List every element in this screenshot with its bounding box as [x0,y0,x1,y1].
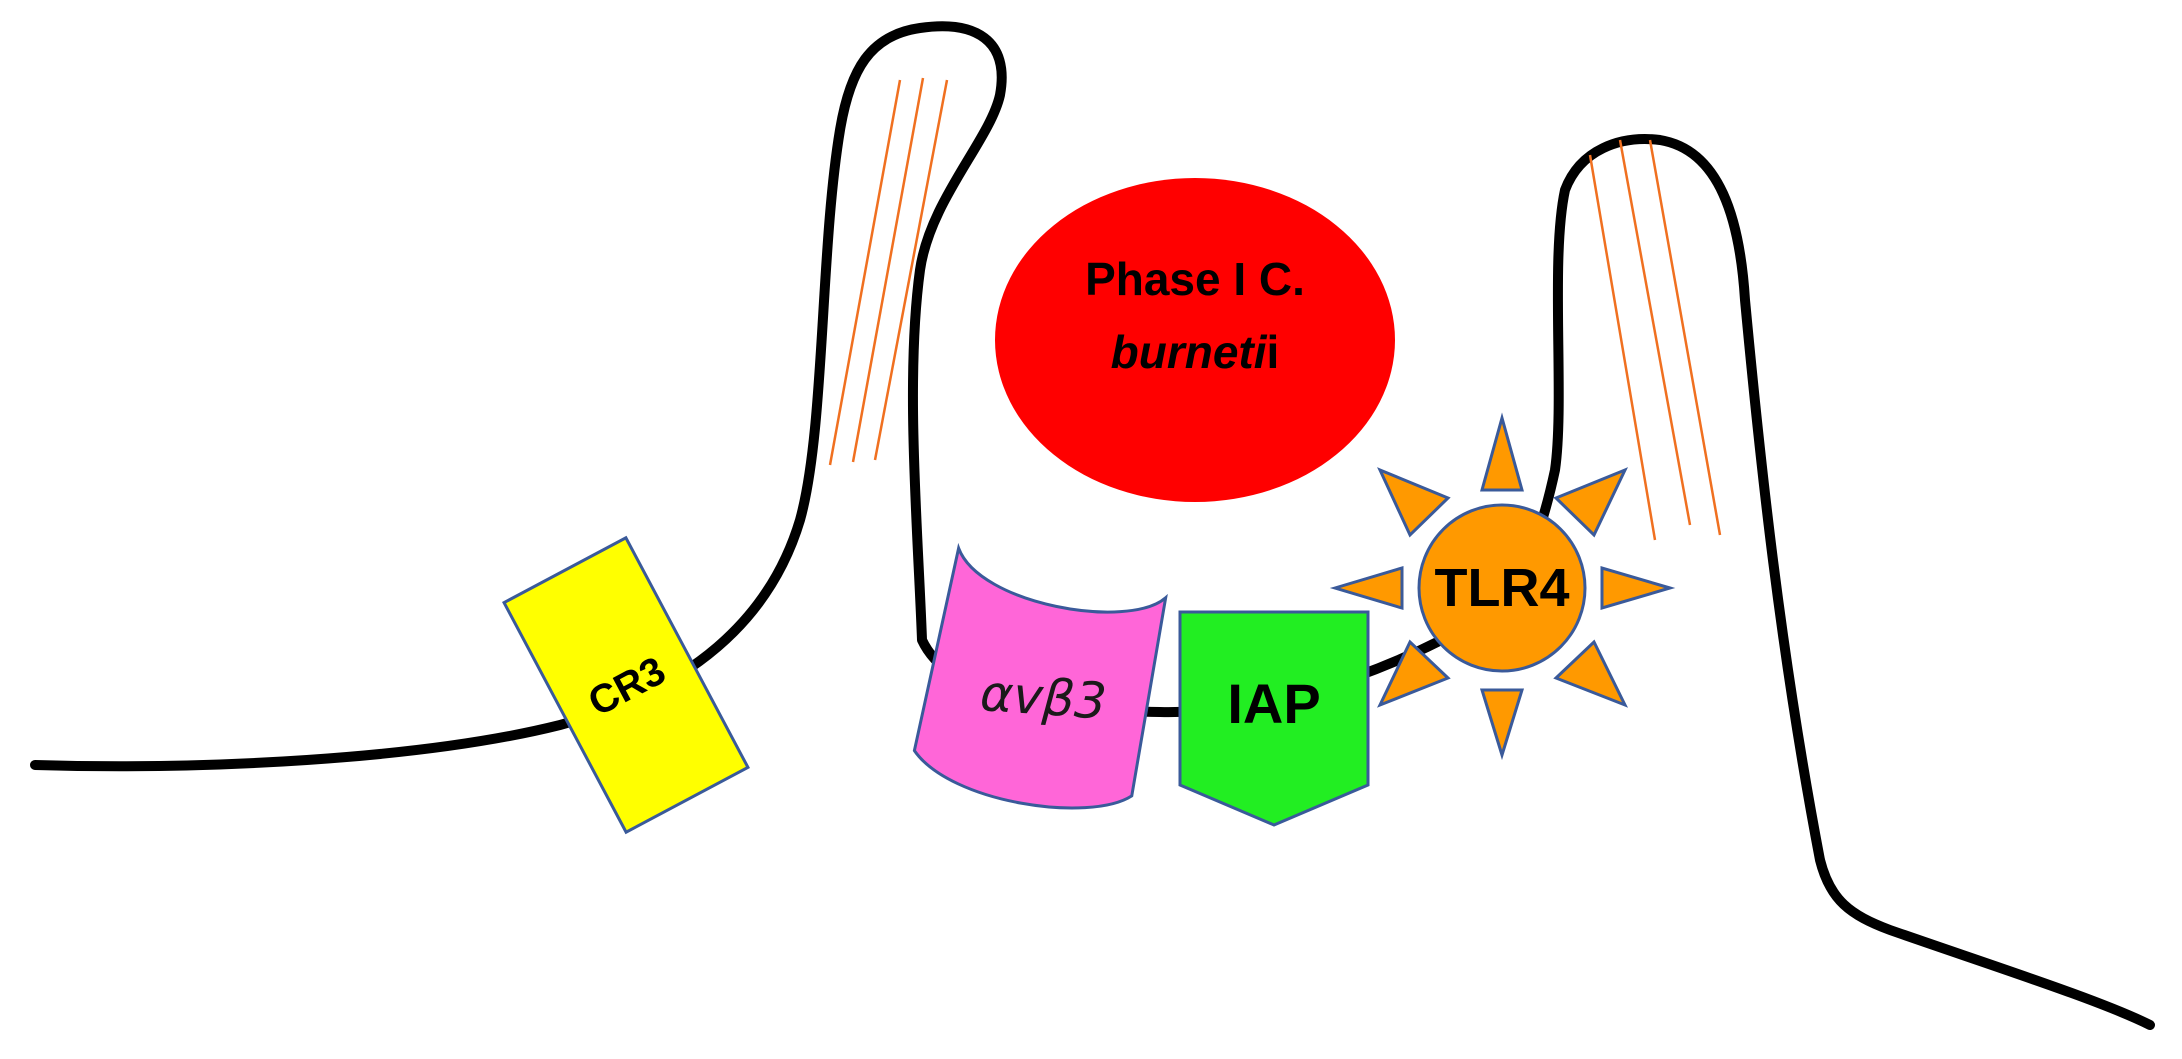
tlr4-ray [1479,688,1525,761]
avb3-label: αvβ3 [978,664,1108,731]
tlr4-ray [1377,467,1451,538]
iap-label: IAP [1227,672,1320,735]
bacterium-label-line1: Phase I C. [1085,253,1305,305]
actin-filament [1648,139,1722,536]
avb3-receptor: αvβ3 [912,542,1168,810]
actin-filament [828,79,902,466]
tlr4-ray [1329,565,1404,611]
bacterium-body [995,178,1395,502]
iap-shape [1178,610,1370,827]
tlr4-ray [1553,467,1629,538]
actin-filament [1618,139,1692,526]
bacterium: Phase I C. burnetii [995,178,1395,502]
tlr4-ray [1600,565,1676,611]
cr3-receptor: CR3 [502,535,750,835]
cr3-box [502,535,750,835]
tlr4-receptor: TLR4 [1329,412,1676,761]
tlr4-rays [1329,412,1676,761]
actin-filament [851,77,925,463]
tlr4-ray [1377,639,1451,708]
tlr4-core [1417,503,1587,673]
cell-membrane [30,21,2155,1030]
actin-filament [873,79,949,461]
avb3-cylinder [912,542,1168,810]
bacterium-label-line2: burnetii [1111,326,1280,378]
tlr4-ray [1553,639,1629,708]
actin-filament [1588,154,1657,541]
actin-filaments-left [828,77,949,466]
tlr4-label: TLR4 [1435,558,1570,618]
iap-receptor: IAP [1178,610,1370,827]
tlr4-ray [1480,412,1524,492]
actin-filaments-right [1588,139,1722,541]
